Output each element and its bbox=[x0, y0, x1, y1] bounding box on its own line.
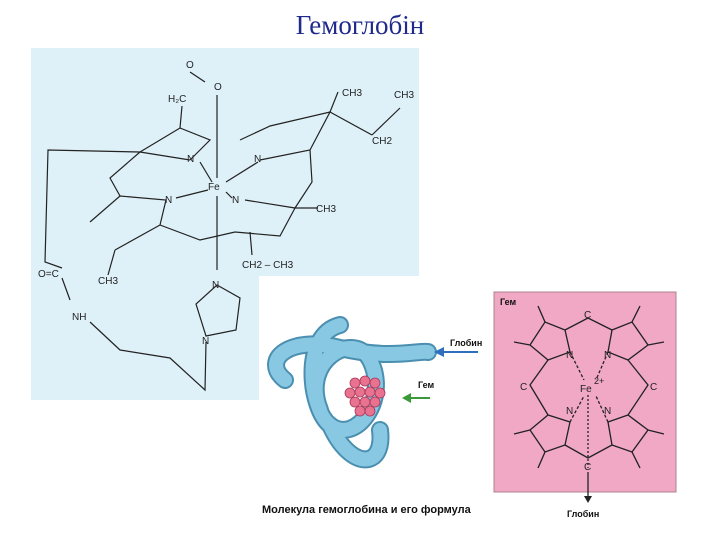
page-title: Гемоглобін bbox=[295, 10, 425, 40]
heme-box-n-br: N bbox=[604, 406, 611, 417]
hemoglobin-molecule: Глобин Гем Молекула гемоглобина и его фо… bbox=[262, 316, 482, 516]
atom-ch2-a: CH2 bbox=[372, 136, 392, 147]
heme-box-c-left: C bbox=[520, 382, 527, 393]
heme-box-fe: Fe bbox=[580, 384, 592, 395]
heme-box-n-tl: N bbox=[566, 350, 573, 361]
heme-box-globin-label: Глобин bbox=[567, 509, 599, 519]
atom-n-tl: N bbox=[187, 154, 194, 165]
atom-o-c: O=C bbox=[38, 269, 59, 280]
heme-box-bonds bbox=[513, 305, 665, 498]
heme-label: Гем bbox=[418, 380, 435, 390]
heme-box-background bbox=[493, 291, 677, 493]
heme-box-n-bl: N bbox=[566, 406, 573, 417]
heme-box-c-right: C bbox=[650, 382, 657, 393]
atom-ch3-a: CH3 bbox=[342, 88, 362, 99]
atom-ch2-ch3: CH2 – CH3 bbox=[242, 260, 294, 271]
atom-o-top: O bbox=[186, 60, 194, 71]
heme-box-c-top: C bbox=[584, 310, 591, 321]
atom-n-bl: N bbox=[165, 195, 172, 206]
atom-n-tr: N bbox=[254, 154, 261, 165]
atom-ch3-c: CH3 bbox=[316, 204, 336, 215]
atom-ch3-b: CH3 bbox=[394, 90, 414, 101]
heme-box-n-tr: N bbox=[604, 350, 611, 361]
heme-box-arrowhead bbox=[584, 496, 592, 503]
atom-ch3-d: CH3 bbox=[98, 276, 118, 287]
heme-arrowhead bbox=[402, 393, 411, 403]
atom-h2c: H₂C bbox=[168, 94, 186, 105]
figure-caption: Молекула гемоглобина и его формула bbox=[262, 504, 472, 516]
heme-box-c-bottom: C bbox=[584, 462, 591, 473]
atom-imidazole-n-top: N bbox=[212, 280, 219, 291]
heme-cluster bbox=[344, 375, 386, 417]
atom-imidazole-n-bottom: N bbox=[202, 336, 209, 347]
formula-background bbox=[31, 48, 419, 276]
atom-fe: Fe bbox=[208, 182, 220, 193]
heme-box-title: Гем bbox=[500, 297, 517, 307]
atom-n-br: N bbox=[232, 195, 239, 206]
globin-label: Глобин bbox=[450, 338, 482, 348]
globin-arrowhead bbox=[434, 347, 444, 357]
formula-background-lower bbox=[31, 274, 259, 400]
heme-formula-box: Гем bbox=[493, 291, 677, 519]
heme-box-fe-charge: 2+ bbox=[594, 376, 604, 386]
porphyrin-bonds bbox=[44, 71, 401, 392]
atom-nh: NH bbox=[72, 312, 86, 323]
atom-o-mid: O bbox=[214, 82, 222, 93]
left-formula: O O H₂C CH3 CH3 CH2 N N Fe N N CH3 CH3 C… bbox=[31, 48, 419, 400]
